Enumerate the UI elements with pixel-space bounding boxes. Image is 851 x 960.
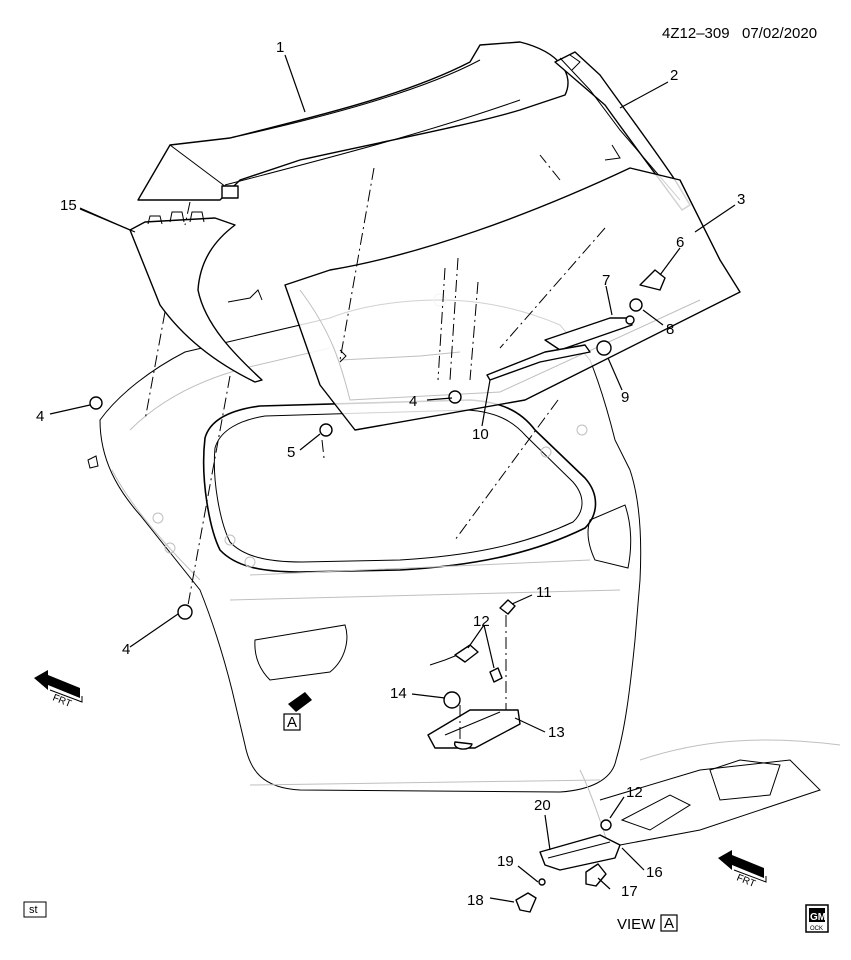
view-label-box [660,914,678,932]
callout-labels: 1 2 3 4 4 4 5 6 7 8 9 10 11 12 12 13 14 … [36,39,745,909]
callout-5: 5 [287,444,295,461]
side-trim-panel [129,211,263,383]
view-label-word: VIEW [617,916,656,933]
front-arrow-right: FRT [718,850,767,890]
drawing-date: 07/02/2020 [742,25,817,42]
callout-15: 15 [60,197,77,214]
front-arrow-left-text: FRT [51,693,73,710]
callout-9: 9 [621,389,629,406]
callout-11: 11 [536,584,552,601]
callout-17: 17 [621,883,638,900]
callout-12b: 12 [626,784,643,801]
view-a-inset [515,739,841,913]
gm-logo: GM OCK [805,904,829,933]
st-box-label: st [29,904,38,916]
callout-3: 3 [737,191,745,208]
view-marker-letter: A [287,714,297,731]
clip-part-4c [177,604,193,620]
callout-1: 1 [276,39,284,56]
callout-7: 7 [602,272,610,289]
callout-13: 13 [548,724,565,741]
callout-18: 18 [467,892,484,909]
callout-4c: 4 [122,641,130,658]
callout-4a: 4 [36,408,44,425]
front-arrow-left: FRT [34,670,83,710]
spoiler-part [137,41,569,201]
rear-window-glass [284,167,741,431]
callout-19: 19 [497,853,514,870]
callout-6: 6 [676,234,684,251]
cap-part-6 [639,269,666,291]
st-box [23,901,47,918]
drawing-id: 4Z12–309 [662,25,730,42]
wiper-arm-part [486,315,635,381]
centerlines [144,154,606,742]
leader-lines [49,54,736,903]
view-label-letter: A [664,915,674,932]
seal-part-9 [596,340,612,356]
gm-logo-bottom: OCK [810,926,823,932]
view-marker-a: A [283,692,312,731]
callout-16: 16 [646,864,663,881]
callout-4b: 4 [409,393,417,410]
callout-12a: 12 [473,613,490,630]
license-housing-part [427,644,521,750]
clip-part-4b [448,390,462,404]
gm-logo-top: GM [810,912,826,923]
callout-20: 20 [534,797,551,814]
callout-2: 2 [670,67,678,84]
clip-part-4a [89,396,103,410]
front-arrow-right-text: FRT [735,873,757,890]
callout-10: 10 [472,426,489,443]
clip-part-11 [499,599,516,615]
grommet-part-5 [319,423,333,437]
callout-8: 8 [666,321,674,338]
nut-part-8 [629,298,643,312]
callout-14: 14 [390,685,407,702]
